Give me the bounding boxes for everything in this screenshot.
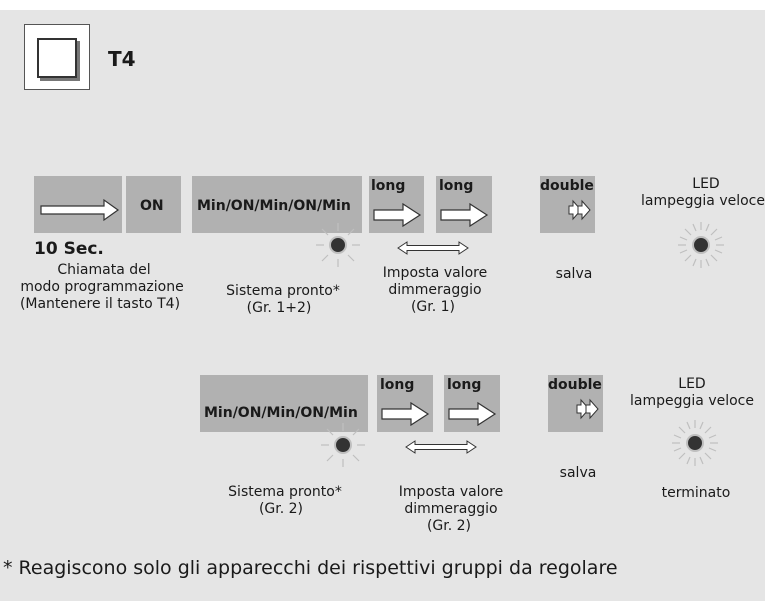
led-fast-blink-icon: [672, 420, 718, 466]
arrow-icon: [373, 202, 422, 228]
double-label-2: double: [548, 377, 602, 393]
set-value-line1-2: Imposta valore: [398, 484, 504, 500]
led-icon: [321, 423, 365, 467]
led-title-line1: LED: [692, 176, 720, 192]
on-box: ON: [126, 176, 181, 233]
double-headed-arrow-icon: [405, 440, 477, 454]
long-press-box-1: long: [369, 176, 424, 233]
double-arrow-icon: [568, 199, 591, 221]
ready-line2: (Gr. 1+2): [246, 300, 312, 316]
set-value-line2-2: dimmeraggio: [404, 501, 498, 517]
double-headed-arrow-icon: [397, 241, 469, 255]
arrow-icon: [448, 401, 497, 427]
save-label: salva: [555, 266, 593, 282]
arrow-icon: [381, 401, 430, 427]
long-label: long: [439, 178, 474, 194]
led-title-line2-2: lampeggia veloce: [630, 393, 754, 409]
long-label-2: long: [447, 377, 482, 393]
ready-line2-2: (Gr. 2): [258, 501, 304, 517]
ready-line1-2: Sistema pronto*: [228, 484, 342, 500]
led-fast-blink-icon: [678, 222, 724, 268]
led-title-line2: lampeggia veloce: [641, 193, 765, 209]
hold-duration: 10 Sec.: [34, 239, 104, 259]
call-mode-line2: modo programmazione: [20, 279, 184, 295]
on-label: ON: [140, 198, 164, 214]
long-label-2: long: [380, 377, 415, 393]
long-press-box-3: long: [377, 375, 433, 432]
long-press-box-2: long: [436, 176, 492, 233]
footnote: * Reagiscono solo gli apparecchi dei ris…: [3, 557, 618, 579]
hold-press-box: [34, 176, 122, 233]
diagram-panel: [0, 10, 765, 601]
long-press-box-4: long: [444, 375, 500, 432]
set-value-line2: dimmeraggio: [388, 282, 482, 298]
set-value-line3: (Gr. 1): [410, 299, 456, 315]
call-mode-line1: Chiamata del: [57, 262, 151, 278]
double-press-box-2: double: [548, 375, 603, 432]
blink-pattern-box-2: Min/ON/Min/ON/Min: [200, 375, 368, 432]
double-label: double: [540, 178, 594, 194]
call-mode-line3: (Mantenere il tasto T4): [19, 296, 181, 312]
led-icon: [316, 223, 360, 267]
long-label: long: [371, 178, 406, 194]
page-title: T4: [108, 47, 136, 71]
done-label: terminato: [661, 485, 731, 501]
led-title-line1-2: LED: [678, 376, 706, 392]
arrow-icon: [440, 202, 489, 228]
push-button-face: [37, 38, 77, 78]
set-value-line3-2: (Gr. 2): [426, 518, 472, 534]
long-arrow-icon: [40, 198, 120, 222]
set-value-line1: Imposta valore: [382, 265, 488, 281]
double-arrow-icon: [576, 398, 599, 420]
blink-pattern-label: Min/ON/Min/ON/Min: [197, 198, 351, 214]
blink-pattern-label-2: Min/ON/Min/ON/Min: [204, 405, 358, 421]
ready-line1: Sistema pronto*: [226, 283, 340, 299]
blink-pattern-box: Min/ON/Min/ON/Min: [192, 176, 362, 233]
push-button-switch: [24, 24, 90, 90]
save-label-2: salva: [559, 465, 597, 481]
double-press-box: double: [540, 176, 595, 233]
